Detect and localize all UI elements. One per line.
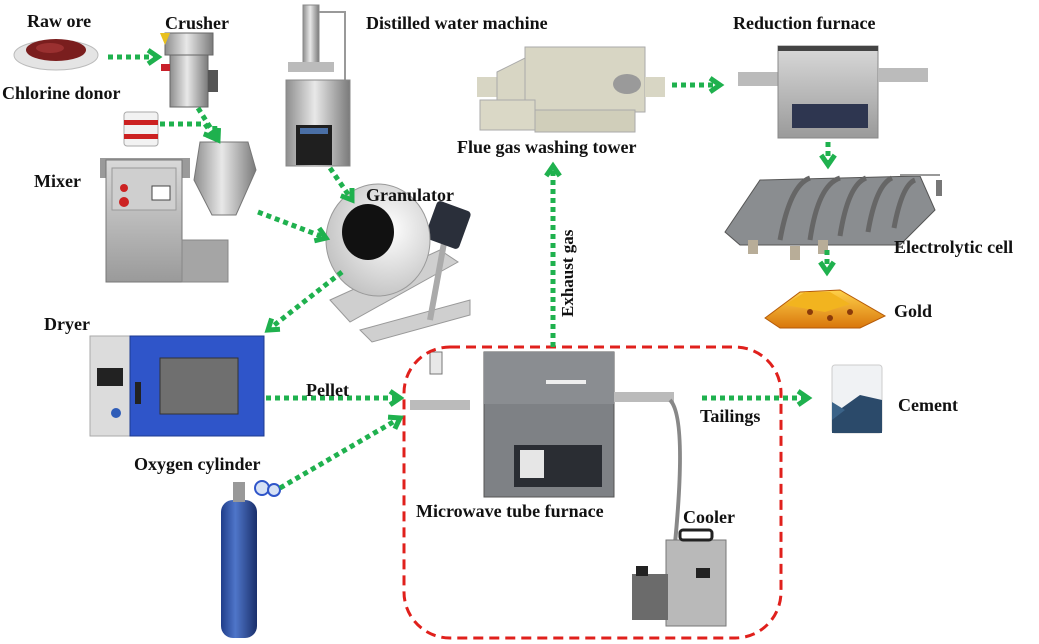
arrowhead-icon (313, 226, 331, 244)
flow-arrow-microwave-furnace-to-flue-gas-tower (544, 161, 562, 347)
flow-arrow-mixer-to-granulator (257, 209, 331, 244)
flow-arrow-chlorine-donor-to-mixer (160, 121, 218, 142)
cement-bag-image (831, 364, 883, 434)
flow-arrow-granulator-to-dryer (264, 270, 344, 333)
arrowhead-icon (544, 161, 562, 178)
electrolytic-cell-image (724, 174, 942, 260)
label-crusher: Crusher (165, 13, 229, 33)
label-pellet: Pellet (306, 380, 349, 400)
label-gold: Gold (894, 301, 933, 321)
label-raw-ore: Raw ore (27, 11, 92, 31)
cooler-image (632, 528, 727, 627)
arrowhead-icon (202, 125, 218, 142)
arrowhead-icon (387, 414, 404, 430)
label-cement: Cement (898, 395, 958, 415)
label-granulator: Granulator (366, 185, 454, 205)
flow-arrow-electrolytic-cell-to-gold (818, 250, 836, 277)
label-flue-gas-washing-tower: Flue gas washing tower (457, 137, 637, 157)
flow-arrow-line (266, 270, 344, 332)
dryer-image (89, 335, 265, 437)
flow-arrow-raw-ore-to-crusher (108, 48, 163, 66)
label-electrolytic-cell: Electrolytic cell (894, 237, 1014, 257)
flow-arrow-oxygen-cylinder-to-microwave-furnace (278, 414, 404, 491)
gold-bars-image (764, 289, 887, 329)
label-microwave-tube-furnace: Microwave tube furnace (416, 501, 604, 521)
arrowhead-icon (819, 153, 837, 170)
mixer-image (100, 141, 257, 283)
flow-arrow-line (278, 415, 402, 491)
flow-arrow-line (160, 121, 218, 140)
arrowhead-icon (339, 187, 355, 204)
arrowhead-icon (708, 76, 725, 94)
label-dryer: Dryer (44, 314, 90, 334)
microwave-unit-boundary (402, 345, 783, 640)
crusher-image (160, 32, 218, 108)
flow-arrow-microwave-furnace-to-cement (702, 389, 813, 407)
granulator-image (325, 183, 471, 343)
flow-arrow-distilled-water-to-granulator (327, 166, 355, 204)
reduction-furnace-image (738, 45, 928, 139)
label-tailings: Tailings (700, 406, 761, 426)
flow-arrow-dryer-to-microwave-furnace (266, 389, 405, 407)
flow-arrow-line (257, 209, 327, 241)
flue-gas-washing-tower-image (477, 46, 665, 133)
distilled-water-machine-image (285, 4, 351, 167)
chlorine-donor-image (123, 111, 159, 147)
label-cooler: Cooler (683, 507, 735, 527)
oxygen-cylinder-image (221, 480, 281, 638)
microwave-tube-furnace-image (410, 351, 682, 591)
label-mixer: Mixer (34, 171, 81, 191)
label-reduction-furnace: Reduction furnace (733, 13, 876, 33)
label-exhaust-gas: Exhaust gas (558, 229, 577, 317)
arrowhead-icon (264, 317, 281, 333)
flow-arrow-flue-gas-tower-to-reduction-furnace (672, 76, 725, 94)
raw-ore-image (13, 39, 99, 71)
flow-arrow-reduction-furnace-to-electrolytic-cell (819, 142, 837, 170)
flow-arrow-line (327, 166, 355, 202)
label-oxygen-cylinder: Oxygen cylinder (134, 454, 261, 474)
arrowhead-icon (146, 48, 163, 66)
label-chlorine-donor: Chlorine donor (2, 83, 121, 103)
label-distilled-water-machine: Distilled water machine (366, 13, 548, 33)
arrowhead-icon (388, 389, 405, 407)
arrowhead-icon (818, 260, 836, 277)
arrowhead-icon (796, 389, 813, 407)
